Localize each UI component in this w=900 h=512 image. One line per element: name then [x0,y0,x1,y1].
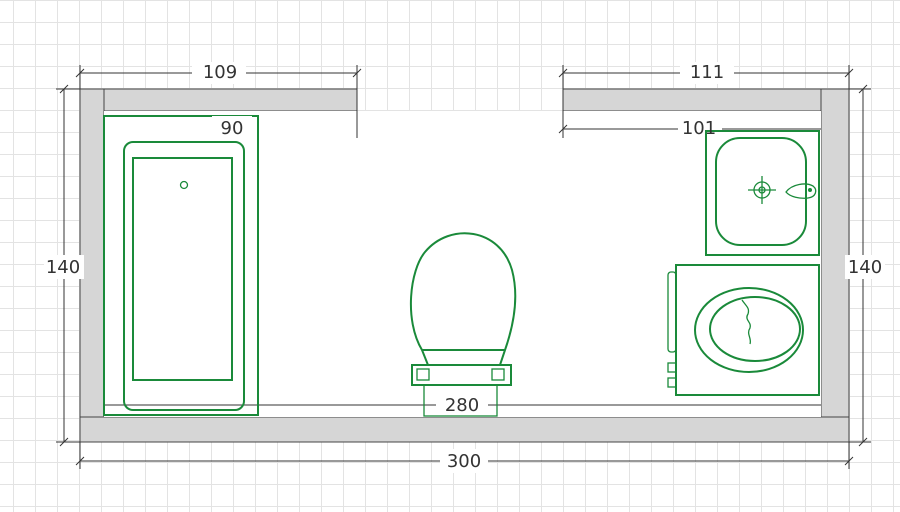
dimension-bathtub-width: 90 [221,118,244,139]
faucet-icon [785,183,817,199]
washbasin [705,130,820,256]
drain-crosshair-icon [748,176,776,204]
dimension-right-height: 140 [848,257,882,278]
bathtub [103,115,259,416]
dimension-outer-width: 300 [447,451,481,472]
dimension-top-right: 111 [690,62,724,83]
dimension-lines [44,62,885,473]
dimension-left-height: 140 [46,257,80,278]
wall-top-right [562,88,850,112]
drain-icon [179,180,189,190]
dimension-inner-width: 280 [445,395,479,416]
dimension-labels: 109 111 90 101 140 140 280 300 [46,62,882,472]
dimension-top-left: 109 [203,62,237,83]
toilet [409,232,517,417]
wall-bottom [79,416,850,443]
washing-machine [667,264,820,396]
dimension-sink-cabinet: 101 [682,118,716,139]
door-opening [357,89,563,111]
wall-right [820,88,850,443]
wall-top-left [79,88,358,112]
